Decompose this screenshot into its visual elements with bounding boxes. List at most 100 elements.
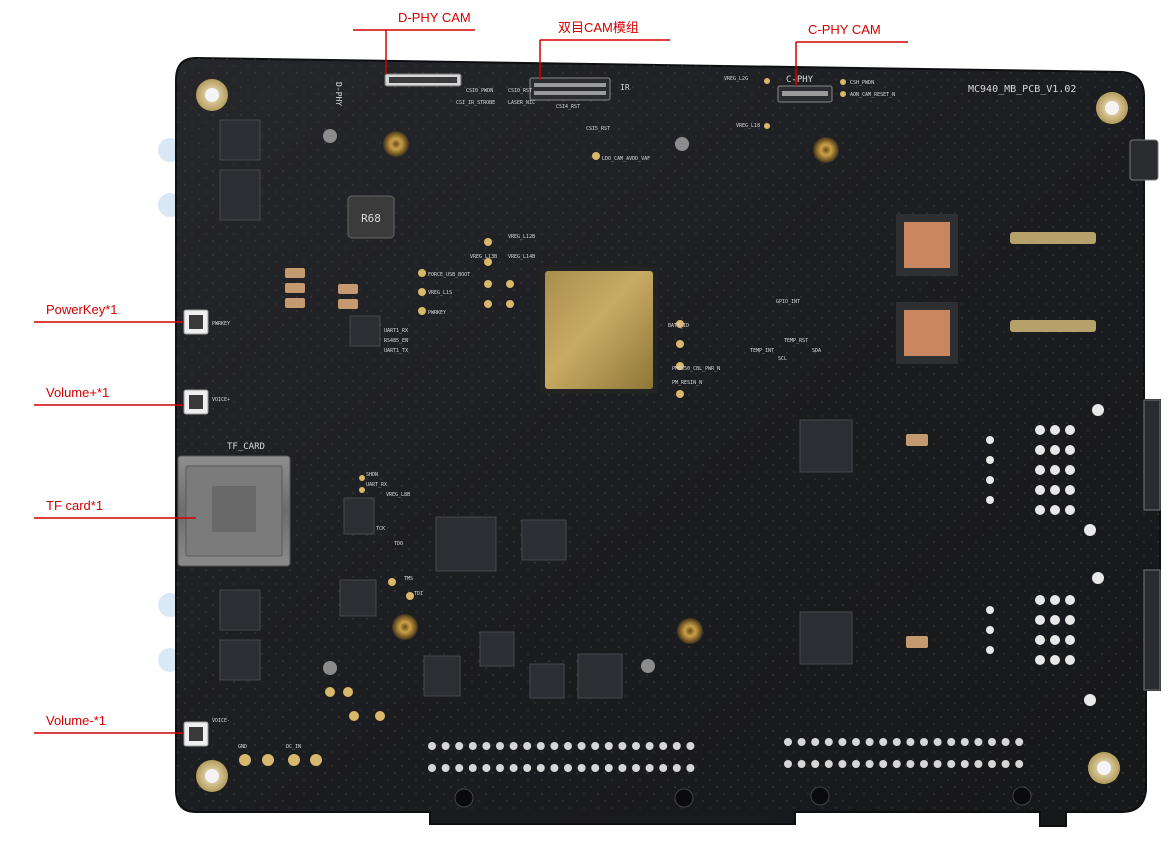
- header-pin: [920, 760, 928, 768]
- uart1-rx-silk: UART1_RX: [384, 328, 408, 334]
- header-pin: [564, 764, 572, 772]
- pwrkey2-silk: PWRKEY: [428, 310, 446, 316]
- header-pin: [468, 764, 477, 772]
- header-pin: [468, 742, 477, 750]
- ldo-cam-avdd-silk: LDO_CAM_AVDD_VAF: [602, 156, 650, 162]
- misc-ics: [219, 119, 853, 699]
- header-pin: [974, 760, 983, 768]
- header-pin: [496, 742, 504, 750]
- header-pin: [1015, 738, 1024, 746]
- header-pin: [455, 764, 464, 772]
- test-points: [239, 78, 846, 766]
- csi5-rst-silk: CSI5_RST: [586, 126, 610, 132]
- dphy-cam-connector: [384, 73, 462, 87]
- c-phy-silk: C-PHY: [786, 75, 814, 85]
- callout-dual-cam-module: 双目CAM模组: [558, 20, 639, 35]
- inductor-r68: R68: [347, 195, 395, 239]
- header-pin: [441, 764, 450, 772]
- header-pin: [645, 742, 654, 750]
- temp-int-silk: TEMP_INT: [750, 348, 774, 354]
- temp-rst-silk: TEMP_RST: [784, 338, 808, 344]
- callout-dphy-cam: D-PHY CAM: [398, 10, 471, 25]
- callout-volume-down: Volume-*1: [46, 713, 106, 728]
- volume-down-button: [183, 721, 209, 747]
- batt-id-silk: BATT_ID: [668, 323, 689, 329]
- header-pin: [811, 760, 820, 768]
- callout-power-key: PowerKey*1: [46, 302, 118, 317]
- uart1-tx-silk: UART1_TX: [384, 348, 408, 354]
- pcb-board: [175, 56, 1161, 827]
- header-pin: [672, 764, 681, 772]
- vreg-l13b-silk: VREG_L13B: [470, 254, 497, 260]
- header-pin: [906, 760, 915, 768]
- header-pin: [960, 760, 969, 768]
- pwrkey-silk: PWRKEY: [212, 321, 230, 327]
- header-pin: [509, 742, 518, 750]
- header-pin: [920, 738, 928, 746]
- header-pin: [947, 738, 956, 746]
- header-pin: [618, 764, 627, 772]
- right-connectors: [1129, 139, 1161, 691]
- tdi-silk: TDI: [414, 591, 423, 597]
- header-pin: [523, 742, 532, 750]
- header-pin: [960, 738, 969, 746]
- tf-card-slot: [177, 455, 291, 567]
- callout-labels: D-PHY CAM 双目CAM模组 C-PHY CAM PowerKey*1 V…: [46, 10, 881, 728]
- pin-header-rows: [428, 738, 1024, 772]
- header-pin: [482, 742, 491, 750]
- header-pin: [672, 742, 681, 750]
- callout-volume-up: Volume+*1: [46, 385, 109, 400]
- force-usb-boot-silk: FORCE_USB_BOOT: [428, 272, 470, 278]
- header-pin: [577, 764, 586, 772]
- header-pin: [509, 764, 518, 772]
- vreg-l12b-silk: VREG_L12B: [508, 234, 535, 240]
- shdn-silk: SHDN: [366, 472, 378, 478]
- header-pin: [659, 742, 668, 750]
- header-pin: [577, 742, 586, 750]
- header-pin: [550, 764, 559, 772]
- vreg-l1s-silk: VREG_L1S: [428, 290, 452, 296]
- header-pin: [482, 764, 491, 772]
- csi-pwdn-silk: CSH_PWDN: [850, 80, 874, 86]
- header-pin: [852, 738, 860, 746]
- callout-lines: [34, 29, 908, 734]
- header-pin: [645, 764, 654, 772]
- ir-silk: IR: [620, 83, 630, 92]
- header-pin: [455, 742, 464, 750]
- vreg-l18-silk: VREG_L18: [736, 123, 760, 129]
- gnd-silk: GND: [238, 744, 247, 750]
- main-soc: [540, 266, 658, 394]
- pad-chip-top: [896, 214, 958, 276]
- csi-ir-strobe-silk: CSI_IR_STROBE: [456, 100, 495, 106]
- header-pin: [988, 760, 996, 768]
- header-pin: [824, 738, 833, 746]
- header-pin: [496, 764, 504, 772]
- header-pin: [892, 760, 901, 768]
- header-pin: [852, 760, 860, 768]
- capacitors: [285, 268, 928, 648]
- gold-pad-strips: [1010, 232, 1096, 332]
- brass-standoffs: [323, 129, 839, 675]
- header-pin: [604, 742, 613, 750]
- header-pin: [947, 760, 956, 768]
- callout-tf-card: TF card*1: [46, 498, 103, 513]
- header-pin: [797, 738, 806, 746]
- mounting-holes: [196, 79, 1128, 792]
- header-pin: [591, 764, 600, 772]
- header-pin: [797, 760, 806, 768]
- header-pin: [604, 764, 613, 772]
- header-pin: [824, 760, 833, 768]
- csi4-rst-silk: CSI4_RST: [556, 104, 580, 110]
- tdo-silk: TDO: [394, 541, 403, 547]
- header-pin: [974, 738, 983, 746]
- d-phy-silk: D-PHY: [334, 82, 343, 106]
- header-pin: [784, 760, 792, 768]
- dc-in-silk: DC_IN: [286, 744, 301, 750]
- aon-cam-reset-silk: AON_CAM_RESET_N: [850, 92, 895, 98]
- header-pin: [879, 760, 888, 768]
- header-pin: [865, 738, 874, 746]
- dual-cam-connector: [529, 77, 611, 101]
- header-pin: [933, 760, 942, 768]
- csi0-pwdn-silk: CSI0_PWDN: [466, 88, 493, 94]
- bottom-cutouts: [454, 786, 1032, 808]
